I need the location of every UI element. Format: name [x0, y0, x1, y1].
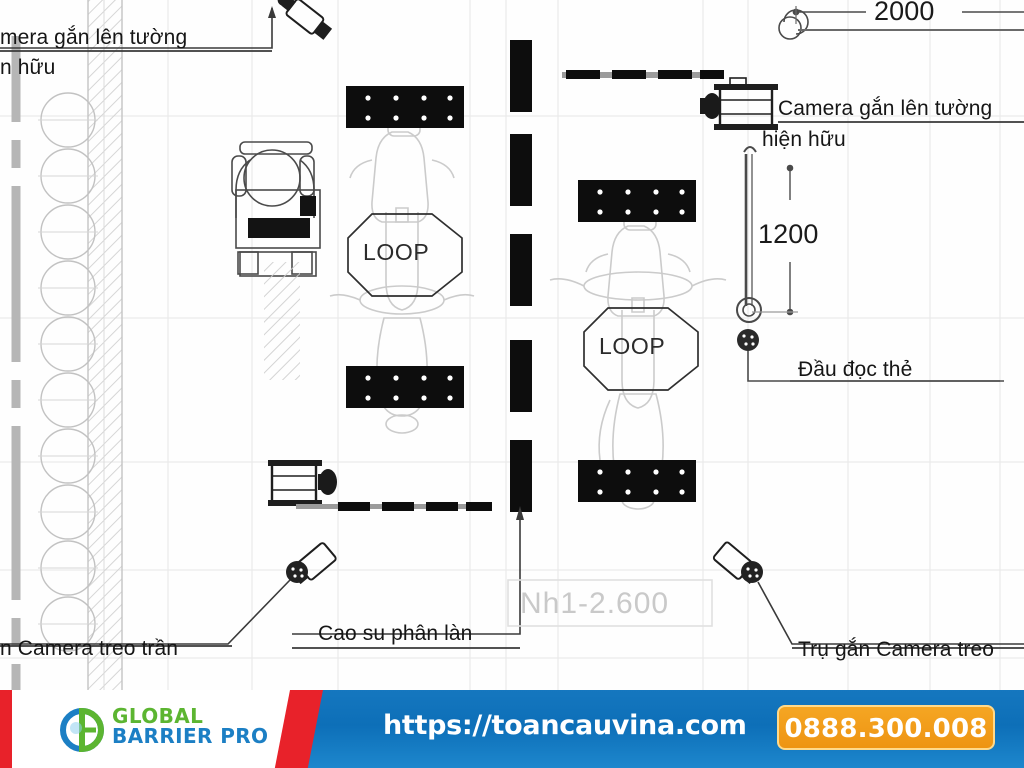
camera-wall-left-icon	[0, 0, 333, 49]
drawing-vector-layer	[0, 0, 1024, 690]
barrier-gate-lower	[268, 460, 492, 511]
loop-pad-left-bottom	[346, 366, 464, 408]
annotation-camera-pole: Trụ gắn Camera treo	[798, 638, 995, 661]
equipment-block-left	[231, 141, 321, 277]
equipment-block-left-fill	[248, 196, 316, 238]
website-url[interactable]: https://toancauvina.com	[383, 710, 747, 741]
barrier-gate-upper	[562, 70, 778, 130]
level-tag-box	[507, 579, 713, 627]
annotation-card-reader: Đầu đọc thẻ	[798, 358, 913, 381]
annotation-rubber-lane: Cao su phân làn	[318, 622, 473, 645]
cad-drawing-canvas: mera gắn lên tường n hữu Camera gắn lên …	[0, 0, 1024, 690]
camera-pole-icon	[712, 541, 1024, 649]
annotation-camera-wall-right-line2: hiện hữu	[762, 128, 846, 151]
loop-octagon-right	[583, 307, 699, 391]
lane-divider-bars	[510, 40, 532, 512]
phone-badge[interactable]: 0888.300.008	[777, 705, 995, 750]
annotation-camera-ceiling: n Camera treo trần	[0, 637, 179, 660]
annotation-camera-wall-right-line1: Camera gắn lên tường	[778, 97, 993, 120]
camera-ceiling-icon	[0, 542, 337, 645]
dimension-2000	[778, 6, 1024, 40]
brand-logo-line1: GLOBAL	[112, 704, 204, 728]
dimension-label-2000: 2000	[874, 0, 935, 26]
brand-logo[interactable]: GLOBAL BARRIER PRO	[60, 704, 290, 756]
rubber-lane-leader	[292, 506, 524, 649]
loop-pad-right-bottom	[578, 460, 696, 502]
loop-label-left: LOOP	[363, 239, 430, 265]
loop-pad-left-top	[346, 86, 464, 128]
brand-logo-text: GLOBAL BARRIER PRO	[112, 706, 268, 747]
equipment-hatch-left	[264, 262, 300, 380]
dimension-1200	[752, 164, 798, 316]
wall-columns	[38, 92, 98, 652]
annotation-camera-wall-left-line1: mera gắn lên tường	[0, 26, 188, 49]
card-reader-post	[736, 146, 762, 323]
loop-octagon-left	[347, 213, 463, 297]
global-barrier-logo-icon	[60, 708, 104, 752]
loop-label-right: LOOP	[599, 333, 666, 359]
footer-banner: GLOBAL BARRIER PRO https://toancauvina.c…	[0, 690, 1024, 768]
dimension-label-1200: 1200	[758, 219, 819, 249]
phone-number: 0888.300.008	[784, 714, 988, 744]
level-tag-label: Nh1-2.600	[520, 587, 670, 620]
wall-hatched-left	[87, 0, 123, 690]
brand-logo-line2: BARRIER PRO	[112, 724, 269, 749]
annotation-camera-wall-left-line2: n hữu	[0, 56, 56, 79]
loop-pad-right-top	[578, 180, 696, 222]
footer-red-edge	[0, 690, 12, 768]
